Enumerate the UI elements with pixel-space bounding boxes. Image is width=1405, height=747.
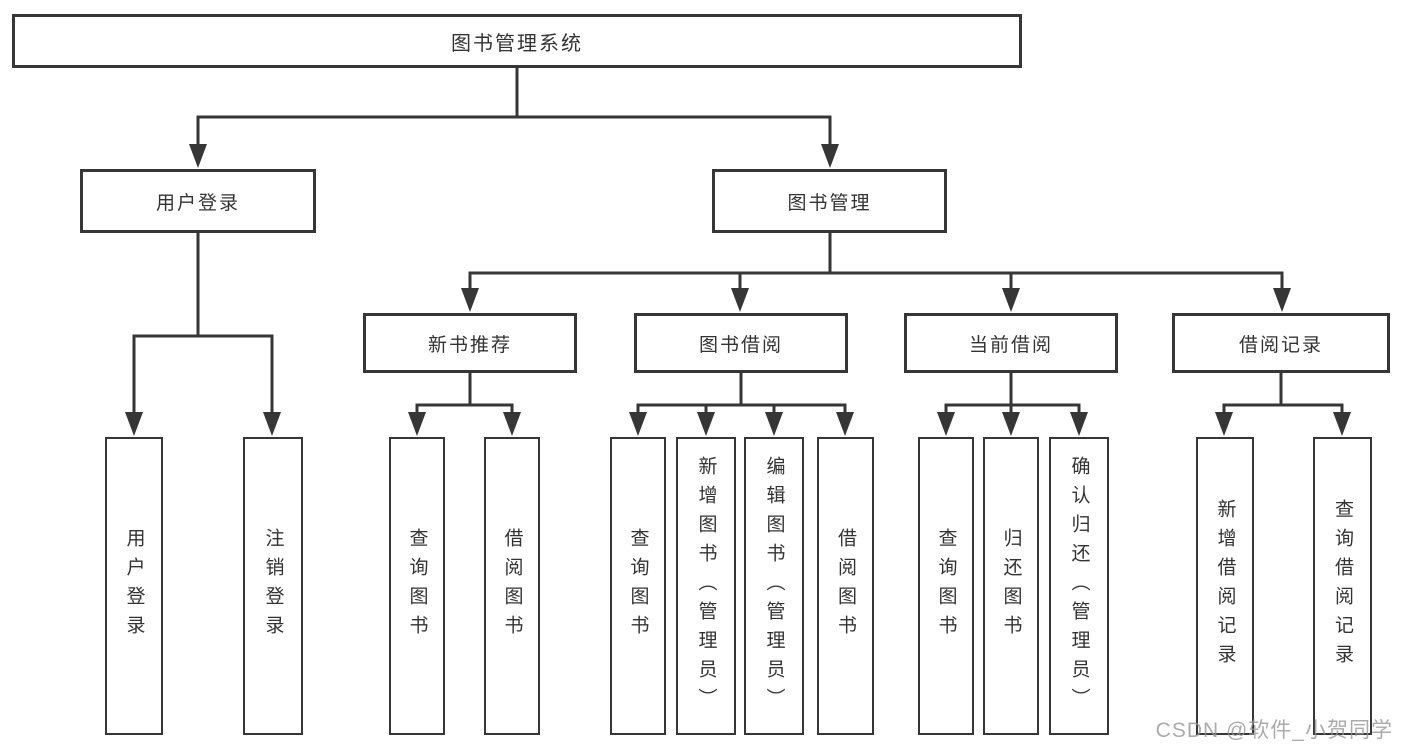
leaf-logout: 注销登录: [243, 437, 303, 735]
leaf-query-borrow-record: 查询借阅记录: [1313, 437, 1372, 735]
node-library-management-system: 图书管理系统: [12, 14, 1022, 68]
leaf-borrow-books-recommend: 借阅图书: [484, 437, 540, 735]
arrowhead: [503, 412, 521, 436]
arrowhead: [1070, 412, 1088, 436]
leaf-return-books: 归还图书: [983, 437, 1039, 735]
arrowhead: [189, 144, 207, 168]
leaf-add-books-admin: 新增图书（管理员）: [676, 437, 736, 735]
leaf-query-books-current: 查询图书: [918, 437, 974, 735]
connector-root-split: [196, 68, 832, 146]
arrowhead: [1002, 412, 1020, 436]
arrowhead: [125, 412, 143, 436]
node-new-book-recommendation: 新书推荐: [363, 313, 577, 373]
arrowhead: [1273, 288, 1291, 312]
arrowhead: [836, 412, 854, 436]
connector-new-book-split: [415, 373, 514, 414]
arrowhead: [629, 412, 647, 436]
arrowhead: [461, 288, 479, 312]
arrowhead: [765, 412, 783, 436]
arrowhead: [408, 412, 426, 436]
leaf-user-login: 用户登录: [105, 437, 163, 735]
arrowhead: [697, 412, 715, 436]
arrowhead: [1215, 412, 1233, 436]
connector-borrow-record-split: [1222, 373, 1344, 414]
leaf-query-books-borrowing: 查询图书: [610, 437, 666, 735]
arrowhead: [1333, 412, 1351, 436]
leaf-query-books-recommend: 查询图书: [389, 437, 445, 735]
node-borrowing-records: 借阅记录: [1172, 313, 1390, 373]
leaf-add-borrow-record: 新增借阅记录: [1196, 437, 1254, 735]
connector-user-login-split: [132, 233, 274, 414]
leaf-borrow-books: 借阅图书: [817, 437, 874, 735]
arrowhead: [821, 144, 839, 168]
arrowhead: [731, 288, 749, 312]
arrowhead: [1002, 288, 1020, 312]
node-book-management: 图书管理: [712, 169, 947, 233]
csdn-watermark: CSDN @软件_小贺同学: [1155, 719, 1393, 742]
leaf-edit-books-admin: 编辑图书（管理员）: [744, 437, 804, 735]
leaf-confirm-return-admin: 确认归还（管理员）: [1049, 437, 1109, 735]
connector-book-borrow-split: [636, 373, 847, 414]
connector-book-management-split: [468, 233, 1284, 290]
node-user-login: 用户登录: [80, 169, 316, 233]
node-current-borrowing: 当前借阅: [904, 313, 1118, 373]
node-book-borrowing: 图书借阅: [634, 313, 848, 373]
arrowhead: [263, 412, 281, 436]
connector-current-borrow-split: [944, 373, 1081, 414]
arrowhead: [937, 412, 955, 436]
